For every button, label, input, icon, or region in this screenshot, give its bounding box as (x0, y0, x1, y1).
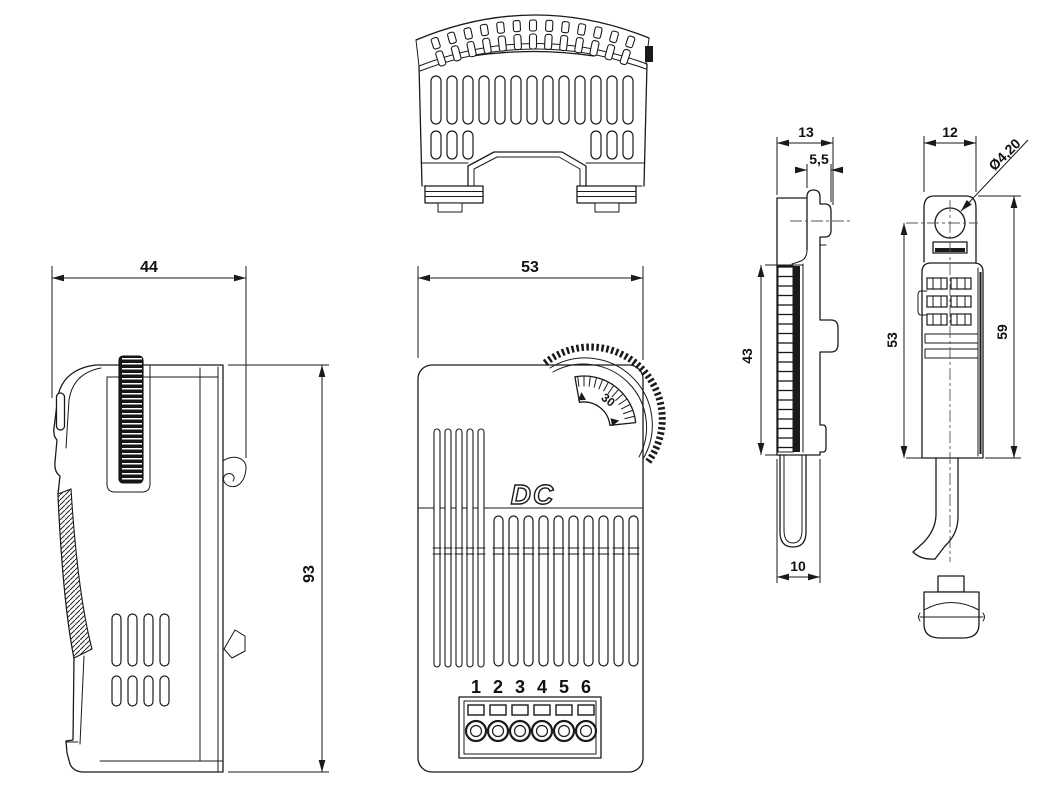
setting-knob-side (118, 355, 144, 484)
dim-height-93: 93 (228, 364, 329, 773)
dim-tab-width-12: 12 (923, 124, 977, 192)
terminal-label-5: 5 (559, 677, 569, 697)
dim-width-44: 44 (51, 259, 247, 458)
din-clip-hook (222, 456, 247, 488)
mounting-feet (424, 185, 637, 213)
overall-height-label: 59 (994, 324, 1010, 340)
side-vent-slots (111, 613, 170, 707)
dc-logo: DC (511, 479, 555, 510)
hole-to-base-label: 53 (884, 332, 900, 348)
rear-vent-rows (924, 277, 979, 359)
top-vent-louvers (430, 19, 636, 67)
left-view-width-label: 44 (140, 259, 158, 276)
front-view: 30 DC 1 2 3 4 5 6 (417, 259, 666, 773)
clip-top-width-label: 13 (798, 124, 814, 140)
terminal-label-1: 1 (471, 677, 481, 697)
dim-hole-to-base-53: 53 (884, 223, 922, 459)
rear-bracket-view: 12 Ø4,20 53 59 (884, 124, 1029, 639)
sensor-tail (912, 457, 959, 560)
terminal-label-2: 2 (493, 677, 503, 697)
left-side-view: 44 93 (51, 259, 329, 773)
din-clip-latch (223, 629, 246, 659)
side-latch-tab (645, 46, 653, 62)
clip-body-height-label: 43 (739, 348, 755, 364)
terminal-label-3: 3 (515, 677, 525, 697)
dim-width-53: 53 (417, 259, 644, 360)
top-view (415, 14, 653, 213)
clip-hook-width-label: 5,5 (809, 151, 829, 167)
terminal-numbers: 1 2 3 4 5 6 (471, 677, 591, 697)
front-curve-hatch (57, 488, 93, 659)
front-view-width-label: 53 (521, 259, 539, 276)
temperature-scale: 30 (574, 375, 637, 427)
dim-body-height-43: 43 (739, 264, 790, 456)
bracket-tab-width-label: 12 (942, 124, 958, 140)
dim-hook-width-5-5: 5,5 (795, 151, 843, 202)
terminal-label-4: 4 (537, 677, 547, 697)
dim-foot-width-10: 10 (776, 459, 821, 583)
setting-knob-front (542, 343, 666, 465)
dim-overall-height-59: 59 (978, 195, 1021, 459)
dim-hole-diameter: Ø4,20 (960, 135, 1029, 212)
top-vent-slots (430, 75, 634, 160)
terminal-label-6: 6 (581, 677, 591, 697)
clip-foot-width-label: 10 (790, 558, 806, 574)
terminal-block (458, 696, 602, 759)
din-clip-profile-view: 13 5,5 43 10 (739, 124, 851, 583)
end-cap-part (918, 575, 985, 639)
din-rail-channel (467, 151, 587, 187)
left-view-height-label: 93 (301, 565, 318, 583)
hole-diameter-label: Ø4,20 (985, 135, 1023, 173)
knob-edge-strip (793, 266, 800, 452)
